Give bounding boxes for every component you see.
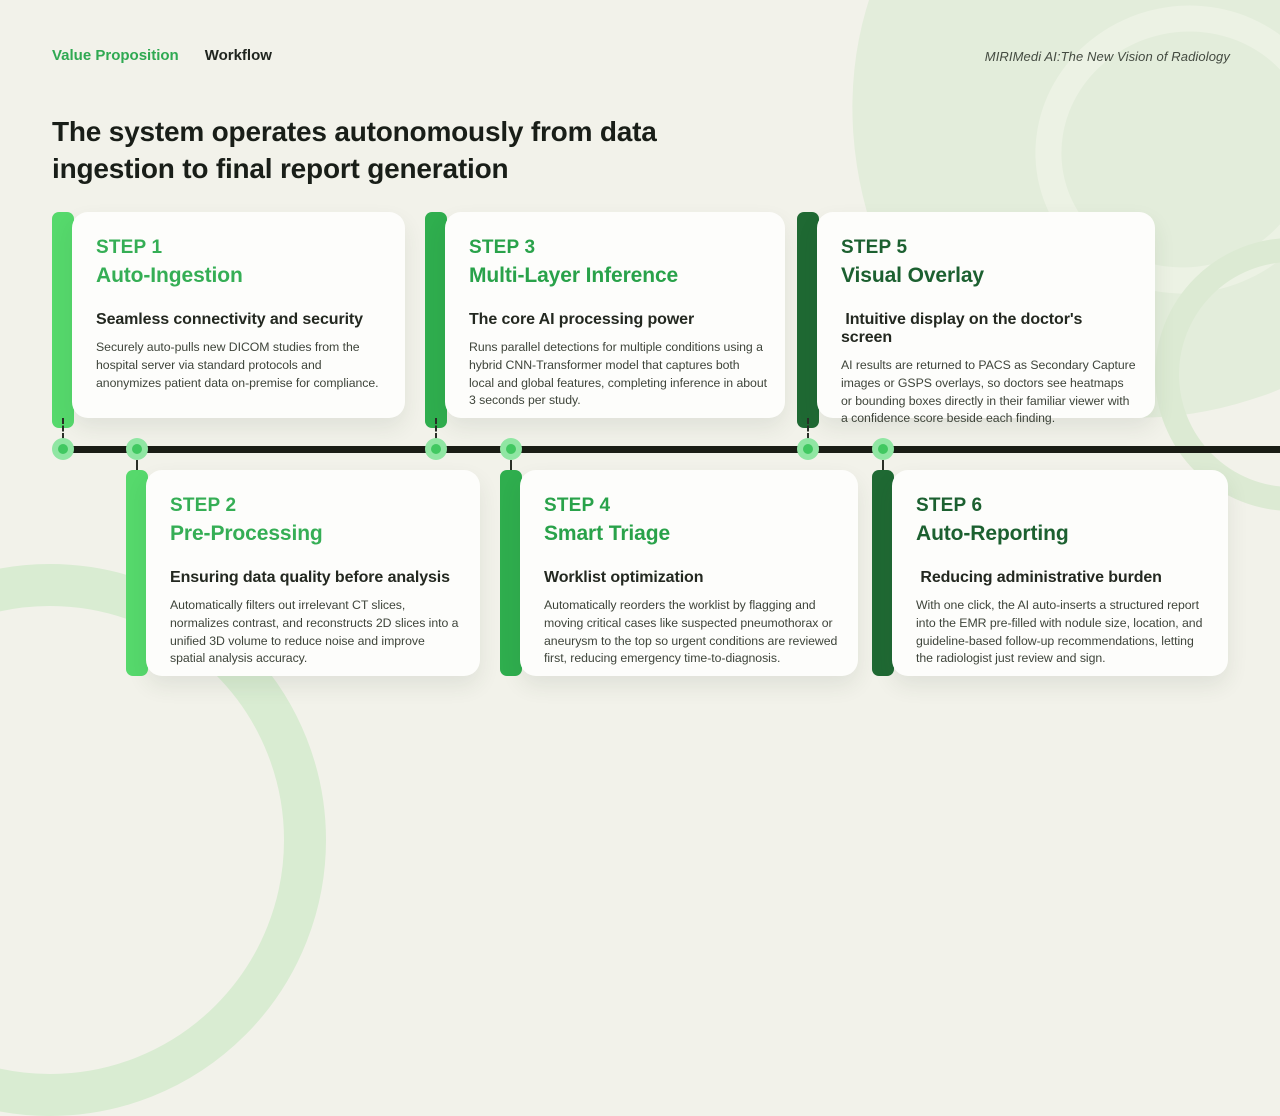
step-label: STEP 2: [170, 495, 237, 516]
timeline-connector: [882, 460, 884, 470]
timeline-dot-core: [803, 444, 813, 454]
step-label: STEP 1: [96, 237, 163, 258]
timeline-connector: [510, 460, 512, 470]
step-accent-bar: [425, 212, 447, 428]
step-accent-bar: [872, 470, 894, 676]
timeline-connector: [435, 418, 437, 439]
timeline-dot-core: [431, 444, 441, 454]
step-description: AI results are returned to PACS as Secon…: [841, 357, 1136, 426]
step-card-5: STEP 5 Visual Overlay Intuitive display …: [797, 212, 1155, 460]
step-card-2: STEP 2 Pre-Processing Ensuring data qual…: [126, 438, 480, 676]
timeline-dot: [797, 438, 819, 460]
step-description: Automatically reorders the worklist by f…: [544, 597, 838, 666]
step-label: STEP 3: [469, 237, 536, 258]
timeline-dot-core: [132, 444, 142, 454]
step-subtitle: Reducing administrative burden: [916, 568, 1162, 586]
brand-tagline: MIRIMedi AI:The New Vision of Radiology: [984, 49, 1230, 64]
step-subtitle: Seamless connectivity and security: [96, 310, 363, 328]
step-accent-bar: [500, 470, 522, 676]
step-panel: STEP 6 Auto-Reporting Reducing administr…: [892, 470, 1228, 676]
timeline-dot: [425, 438, 447, 460]
step-label: STEP 5: [841, 237, 908, 258]
step-card-6: STEP 6 Auto-Reporting Reducing administr…: [872, 438, 1228, 676]
step-label: STEP 4: [544, 495, 611, 516]
header-tabs: Value Proposition Workflow: [52, 47, 272, 64]
step-panel: STEP 4 Smart Triage Worklist optimizatio…: [520, 470, 858, 676]
timeline-dot: [872, 438, 894, 460]
step-panel: STEP 1 Auto-Ingestion Seamless connectiv…: [72, 212, 405, 418]
step-card-1: STEP 1 Auto-Ingestion Seamless connectiv…: [52, 212, 405, 460]
timeline-connector: [136, 460, 138, 470]
step-description: Automatically filters out irrelevant CT …: [170, 597, 459, 666]
step-name: Multi-Layer Inference: [469, 263, 679, 287]
timeline-dot-core: [58, 444, 68, 454]
step-subtitle: Worklist optimization: [544, 568, 704, 586]
step-accent-bar: [52, 212, 74, 428]
step-description: With one click, the AI auto-inserts a st…: [916, 597, 1203, 666]
timeline-connector: [62, 418, 64, 439]
step-card-3: STEP 3 Multi-Layer Inference The core AI…: [425, 212, 785, 460]
timeline-dot-core: [506, 444, 516, 454]
step-subtitle: Intuitive display on the doctor's screen: [841, 310, 1087, 346]
step-panel: STEP 3 Multi-Layer Inference The core AI…: [445, 212, 785, 418]
page-title: The system operates autonomously from da…: [52, 115, 657, 184]
step-description: Runs parallel detections for multiple co…: [469, 339, 767, 408]
step-accent-bar: [126, 470, 148, 676]
step-name: Visual Overlay: [841, 263, 984, 287]
step-panel: STEP 2 Pre-Processing Ensuring data qual…: [146, 470, 480, 676]
timeline-dot: [500, 438, 522, 460]
step-subtitle: The core AI processing power: [469, 310, 695, 328]
timeline-dot: [126, 438, 148, 460]
timeline-dot-core: [878, 444, 888, 454]
step-name: Auto-Reporting: [916, 521, 1069, 545]
step-description: Securely auto-pulls new DICOM studies fr…: [96, 339, 379, 390]
timeline-connector: [807, 418, 809, 439]
step-name: Auto-Ingestion: [96, 263, 243, 287]
step-label: STEP 6: [916, 495, 983, 516]
timeline-dot: [52, 438, 74, 460]
tab-value-proposition[interactable]: Value Proposition: [52, 47, 179, 64]
step-panel: STEP 5 Visual Overlay Intuitive display …: [817, 212, 1155, 425]
step-name: Smart Triage: [544, 521, 671, 545]
tab-workflow[interactable]: Workflow: [204, 47, 272, 64]
workflow-timeline: [56, 446, 1280, 453]
step-subtitle: Ensuring data quality before analysis: [170, 568, 450, 586]
step-card-4: STEP 4 Smart Triage Worklist optimizatio…: [500, 438, 858, 676]
step-name: Pre-Processing: [170, 521, 323, 545]
step-accent-bar: [797, 212, 819, 428]
